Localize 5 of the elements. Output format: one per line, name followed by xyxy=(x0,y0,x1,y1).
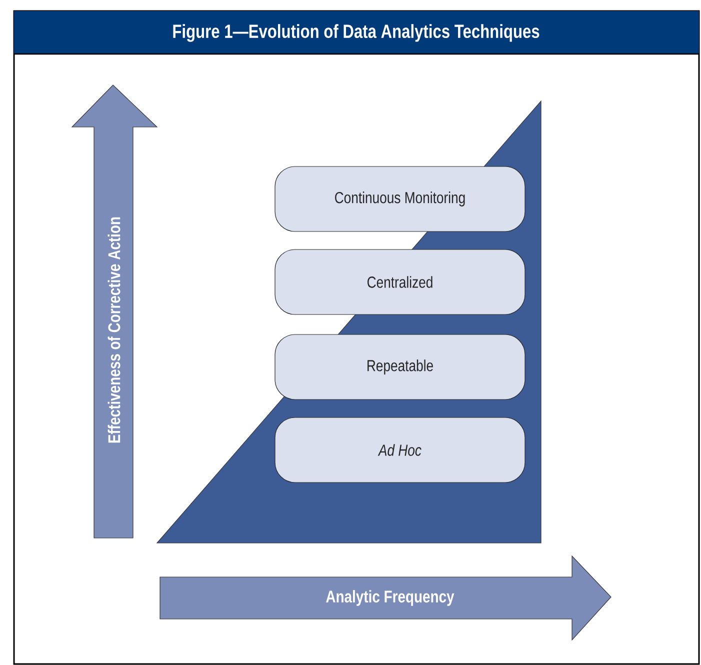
level-box: Centralized xyxy=(274,249,526,315)
level-box: Continuous Monitoring xyxy=(274,166,526,232)
title-band: Figure 1—Evolution of Data Analytics Techniques xyxy=(14,11,699,54)
level-box: Repeatable xyxy=(274,334,526,400)
level-box: Ad Hoc xyxy=(274,417,526,483)
